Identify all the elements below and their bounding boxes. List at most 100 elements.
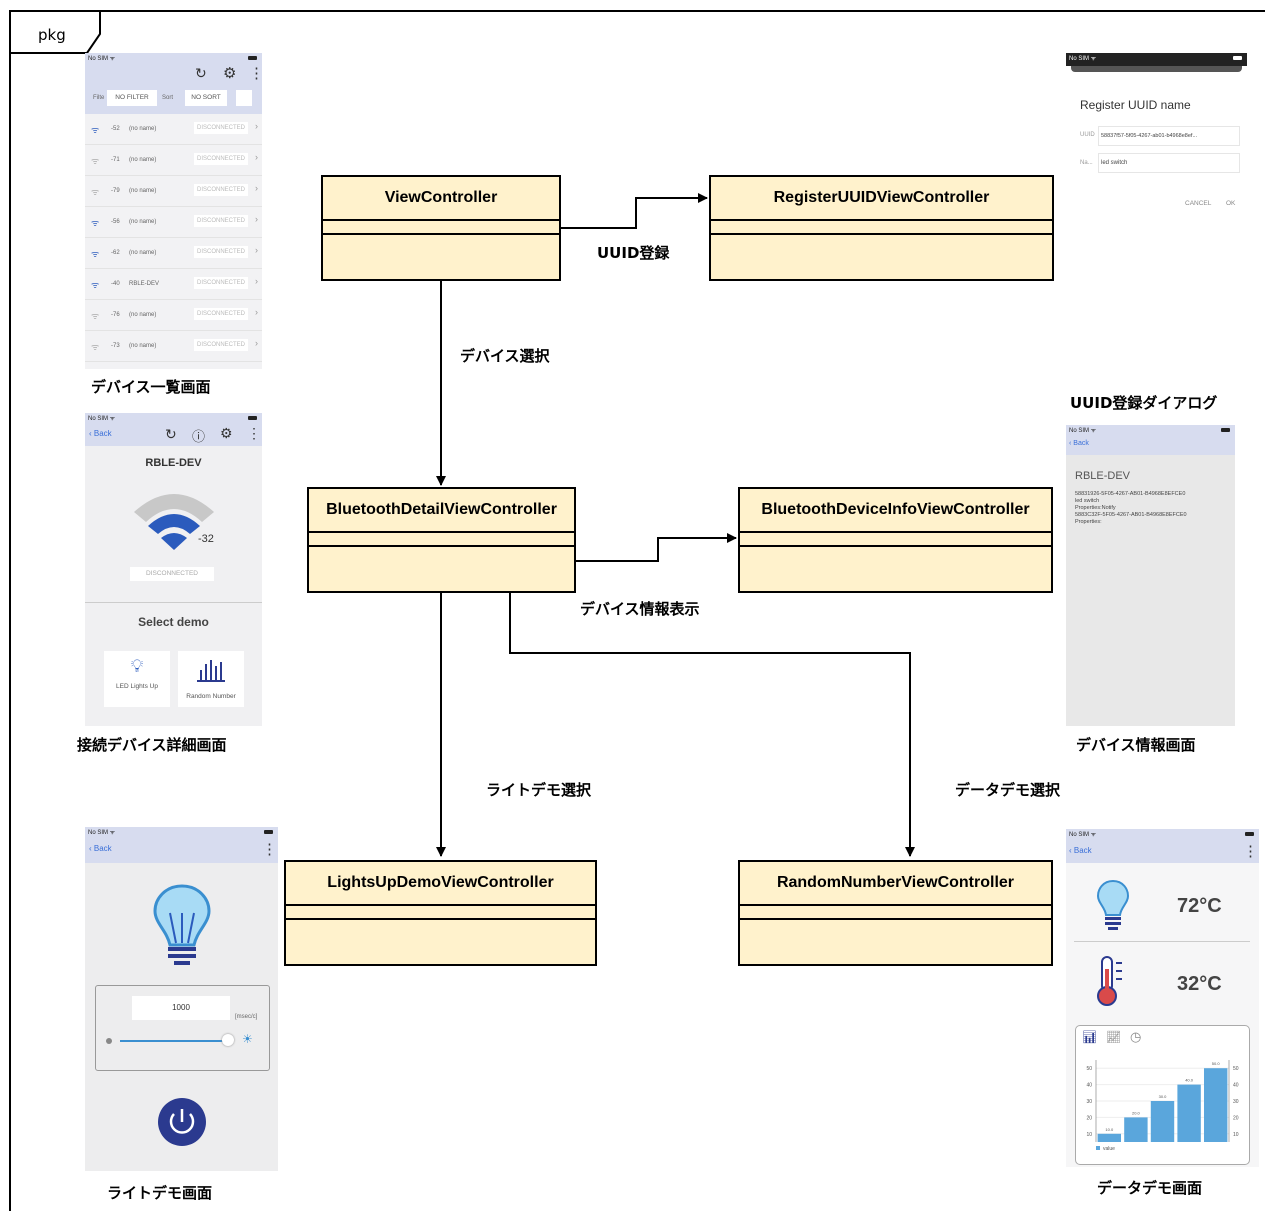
y-tick-left: 30	[1086, 1099, 1092, 1105]
interval-slider[interactable]	[120, 1040, 230, 1042]
refresh-icon[interactable]: ↻	[195, 65, 207, 81]
caption-light-demo: ライトデモ画面	[107, 1184, 213, 1202]
sort-select[interactable]: NO SORT	[185, 90, 227, 106]
demo-led-button[interactable]: 💡︎ LED Lights Up	[104, 651, 170, 707]
rssi-value: -32	[198, 533, 214, 545]
cancel-button[interactable]: CANCEL	[1185, 200, 1212, 207]
demo-random-button[interactable]: Random Number	[178, 651, 244, 707]
class-lights-up-demo: LightsUpDemoViewController	[284, 860, 597, 966]
connection-status[interactable]: DISCONNECTED	[130, 567, 214, 581]
caption-device-info: デバイス情報画面	[1076, 736, 1196, 754]
screen-device-list: No SIM ᯤ ↻ ⚙ ⋮ Filte NO FILTER Sort NO S…	[85, 53, 262, 369]
status-bar: No SIM ᯤ	[1066, 829, 1259, 842]
more-icon[interactable]: ⋮	[262, 841, 277, 858]
device-name: RBLE-DEV	[145, 457, 202, 469]
wifi-icon: ᯤ	[91, 310, 100, 321]
bar-chart-tab-icon[interactable]: 📊︎	[1082, 1030, 1098, 1044]
bar-label: 30.0	[1159, 1094, 1168, 1099]
status-chip[interactable]: DISCONNECTED	[193, 308, 248, 320]
demo-led-label: LED Lights Up	[116, 683, 158, 690]
gear-icon[interactable]: ⚙	[223, 65, 237, 82]
filter-label: Filte	[93, 95, 105, 101]
status-bar: No SIM ᯤ	[85, 53, 262, 66]
class-attributes	[309, 533, 574, 547]
bulb-icon: 💡︎	[130, 656, 144, 676]
rssi: -73	[111, 343, 120, 349]
class-name: RegisterUUIDViewController	[711, 177, 1052, 221]
class-view-controller: ViewController	[321, 175, 561, 281]
screen-device-info: No SIM ᯤ ‹ Back RBLE-DEV 58831926-5F05-4…	[1066, 425, 1235, 726]
rssi: -76	[111, 312, 120, 318]
edge-label-device-info: デバイス情報表示	[580, 600, 700, 618]
characteristic-line: Properties:	[1075, 519, 1102, 525]
chevron-right-icon: ›	[255, 307, 258, 317]
select-demo-title: Select demo	[138, 615, 209, 629]
filter-select[interactable]: NO FILTER	[107, 90, 157, 106]
status-chip[interactable]: DISCONNECTED	[193, 277, 248, 289]
interval-input[interactable]: 1000	[132, 996, 230, 1020]
device-row[interactable]: ᯤ-76(no name)DISCONNECTED›	[85, 300, 262, 331]
edge-data-demo	[509, 592, 915, 857]
light-bulb-icon	[153, 884, 211, 965]
refresh-icon[interactable]: ↻	[165, 426, 177, 442]
caption-device-list: デバイス一覧画面	[91, 378, 211, 396]
device-row[interactable]: ᯤ-52(no name)DISCONNECTED›	[85, 114, 262, 145]
status-chip[interactable]: DISCONNECTED	[193, 215, 248, 227]
edge-label-device-select: デバイス選択	[460, 347, 550, 365]
status-chip[interactable]: DISCONNECTED	[193, 153, 248, 165]
slider-thumb[interactable]	[222, 1034, 234, 1046]
bar-label: 20.0	[1132, 1110, 1141, 1115]
uuid-input[interactable]: 58837f57-5f05-4267-ab01-b4968e8ef...	[1098, 126, 1240, 146]
more-icon[interactable]: ⋮	[247, 425, 261, 441]
package-frame	[9, 10, 1265, 1211]
status-bar: No SIM ᯤ	[1066, 53, 1247, 66]
more-icon[interactable]: ⋮	[1243, 843, 1258, 860]
y-tick-right: 10	[1233, 1132, 1239, 1138]
chevron-right-icon: ›	[255, 214, 258, 224]
bright-icon: ☀	[242, 1032, 253, 1046]
class-random-number: RandomNumberViewController	[738, 860, 1053, 966]
screen-uuid-dialog: No SIM ᯤ Register UUID name UUID 58837f5…	[1066, 53, 1247, 231]
device-row[interactable]: ᯤ-73(no name)DISCONNECTED›	[85, 331, 262, 362]
uuid-label: UUID	[1080, 132, 1095, 138]
status-chip[interactable]: DISCONNECTED	[193, 246, 248, 258]
device-row[interactable]: ᯤ-62(no name)DISCONNECTED›	[85, 238, 262, 269]
back-button[interactable]: ‹ Back	[1069, 440, 1089, 447]
info-icon[interactable]: ⓘ	[192, 429, 206, 444]
name-input[interactable]: led switch	[1098, 153, 1240, 173]
device-name: RBLE-DEV	[1075, 470, 1131, 482]
characteristic-line: Properties:Notify	[1075, 505, 1116, 511]
y-tick-left: 20	[1086, 1115, 1092, 1121]
caption-uuid-dialog: UUID登録ダイアログ	[1070, 394, 1218, 412]
line-chart-tab-icon[interactable]: 📈︎	[1106, 1030, 1122, 1044]
back-button[interactable]: ‹ Back	[89, 844, 112, 853]
back-button[interactable]: ‹ Back	[1069, 846, 1092, 855]
caption-data-demo: データデモ画面	[1097, 1179, 1203, 1197]
device-name: (no name)	[129, 343, 157, 349]
device-row[interactable]: ᯤ-71(no name)DISCONNECTED›	[85, 145, 262, 176]
back-button[interactable]: ‹ Back	[89, 429, 112, 438]
class-attributes	[323, 221, 559, 235]
more-icon[interactable]: ⋮	[249, 65, 262, 82]
ok-button[interactable]: OK	[1226, 200, 1236, 207]
temperature-1: 72°C	[1177, 895, 1222, 917]
gear-icon[interactable]: ⚙	[220, 425, 233, 441]
sort-order-box[interactable]	[236, 90, 252, 106]
status-chip[interactable]: DISCONNECTED	[193, 339, 248, 351]
status-chip[interactable]: DISCONNECTED	[193, 184, 248, 196]
power-button[interactable]	[157, 1097, 207, 1147]
status-chip[interactable]: DISCONNECTED	[193, 122, 248, 134]
interval-unit: [msec/c]	[235, 1014, 258, 1020]
class-name: BluetoothDeviceInfoViewController	[740, 489, 1051, 533]
bar	[1124, 1117, 1148, 1142]
pie-chart-tab-icon[interactable]: ◷	[1130, 1029, 1142, 1044]
rssi: -62	[111, 250, 120, 256]
legend-label: value	[1103, 1146, 1115, 1152]
device-name: (no name)	[129, 126, 157, 132]
bar	[1203, 1068, 1228, 1142]
device-row[interactable]: ᯤ-56(no name)DISCONNECTED›	[85, 207, 262, 238]
rssi: -56	[111, 219, 120, 225]
device-row[interactable]: ᯤ-79(no name)DISCONNECTED›	[85, 176, 262, 207]
